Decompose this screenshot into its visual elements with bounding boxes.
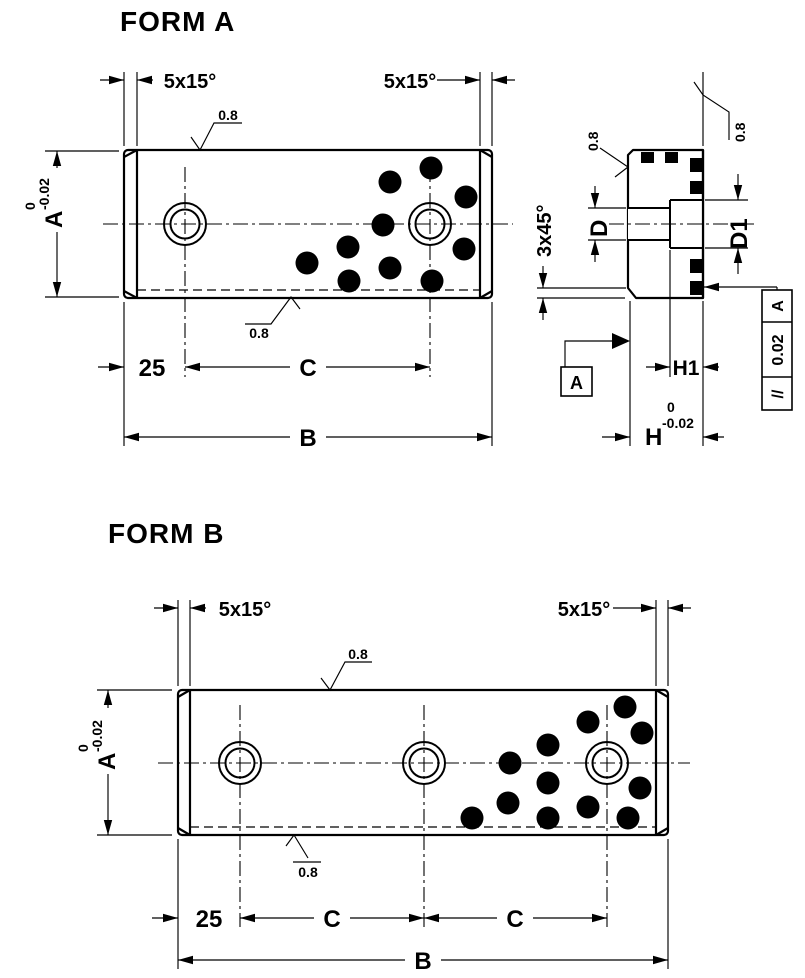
rough-left-label: 0.8	[585, 131, 601, 151]
form-b-view: FORM B	[75, 518, 691, 975]
extension-lines	[123, 302, 493, 446]
section-plugs	[641, 152, 703, 295]
form-b-chamfer-dims: 5x15° 5x15°	[154, 599, 691, 686]
fcf-frame	[761, 289, 793, 411]
chamfer-left-label: 5x15°	[164, 71, 217, 93]
datum-box	[560, 366, 593, 397]
chamfer-3x45-label: 3x45°	[534, 205, 556, 258]
form-a-plate	[103, 148, 513, 377]
dim-d: D	[586, 186, 626, 262]
form-b-height-dim: A 0 -0.02	[75, 689, 172, 836]
form-b-surface-finish: 0.8 0.8	[285, 646, 372, 880]
fcf-value-label: 0.02	[770, 334, 787, 365]
dim-3x45: 3x45°	[534, 205, 626, 320]
rough-right-label: 0.8	[732, 122, 748, 142]
form-a-view: FORM A	[22, 6, 515, 452]
dim-h-tol-hi: 0	[667, 399, 675, 415]
hole-bore	[414, 208, 446, 240]
svg-text:0: 0	[22, 202, 38, 210]
section-surface-finish: 0.8 0.8	[585, 72, 748, 178]
form-a-surface-finish: 0.8 0.8	[190, 107, 301, 341]
dim-b-label: B	[299, 425, 316, 452]
extension-lines	[123, 72, 493, 146]
form-a-title: FORM A	[120, 6, 235, 37]
form-b-bottom-dims: 25 C C B	[152, 839, 669, 975]
dim-25-label: 25	[139, 355, 166, 382]
rough-top-label: 0.8	[218, 107, 238, 123]
fcf-parallel-symbol: //	[770, 389, 787, 398]
datum-leader	[564, 340, 612, 367]
dim-h: H 0 -0.02	[602, 301, 724, 451]
rough-top-label: 0.8	[348, 646, 368, 662]
rough-bottom-label: 0.8	[249, 325, 269, 341]
hole-counterbore	[163, 202, 207, 246]
svg-text:0: 0	[75, 744, 91, 752]
dim-h-label: H	[645, 424, 662, 451]
hole-bore	[224, 747, 256, 779]
extension-lines	[629, 301, 704, 446]
dim-d-label: D	[586, 220, 613, 237]
dim-25-label: 25	[196, 906, 223, 933]
surface-finish-icon	[285, 833, 321, 863]
surface-finish-icon	[599, 147, 629, 178]
dim-c-label: C	[299, 355, 316, 382]
dim-d1: D1	[705, 174, 753, 274]
dim-h1: H1	[646, 250, 719, 380]
hole-bore	[169, 208, 201, 240]
svg-text:A: A	[41, 211, 68, 228]
form-a-height-dim: A 0 -0.02	[22, 150, 119, 298]
dim-h-tol-lo: -0.02	[662, 415, 694, 431]
dim-c2-label: C	[506, 906, 523, 933]
parallelism-fcf: A 0.02 //	[704, 282, 793, 411]
hole-counterbore	[408, 202, 452, 246]
dim-c1-label: C	[323, 906, 340, 933]
surface-finish-icon	[693, 81, 730, 140]
dim-h1-label: H1	[673, 357, 700, 380]
form-a-chamfer-dims: 5x15° 5x15°	[100, 71, 515, 146]
surface-finish-icon	[320, 661, 372, 692]
hole-bore	[408, 747, 440, 779]
dim-a-label: A 0 -0.02	[22, 178, 68, 228]
corner-chamfers	[177, 689, 669, 836]
form-b-plate	[158, 688, 690, 927]
extension-lines	[537, 287, 626, 299]
corner-chamfers	[123, 149, 493, 299]
chamfer-right-label: 5x15°	[384, 71, 437, 93]
datum-label: A	[570, 373, 583, 393]
extension-lines	[177, 600, 669, 686]
surface-finish-icon	[245, 296, 301, 325]
section-view: D D1 3x45° H1	[534, 72, 793, 451]
surface-finish-icon	[190, 122, 242, 152]
dim-a-label: A 0 -0.02	[75, 720, 121, 770]
fcf-datum-label: A	[770, 300, 787, 312]
svg-text:A: A	[94, 753, 121, 770]
dim-b-label: B	[414, 948, 431, 975]
form-a-bottom-dims: 25 C B	[98, 302, 493, 452]
extension-lines	[177, 839, 669, 969]
svg-text:-0.02: -0.02	[89, 720, 105, 752]
svg-text:-0.02: -0.02	[36, 178, 52, 210]
lubricant-plugs	[295, 156, 478, 293]
hole-counterbore	[585, 741, 629, 785]
lubricant-plugs	[460, 695, 654, 830]
chamfer-left-label: 5x15°	[219, 599, 272, 621]
hole-counterbore	[218, 741, 262, 785]
datum-a: A	[560, 333, 630, 397]
rough-bottom-label: 0.8	[298, 864, 318, 880]
hole-counterbore	[402, 741, 446, 785]
chamfer-right-label: 5x15°	[558, 599, 611, 621]
dim-d1-label: D1	[726, 218, 753, 249]
datum-triangle-icon	[612, 333, 630, 349]
hole-bore	[591, 747, 623, 779]
form-b-title: FORM B	[108, 518, 224, 549]
